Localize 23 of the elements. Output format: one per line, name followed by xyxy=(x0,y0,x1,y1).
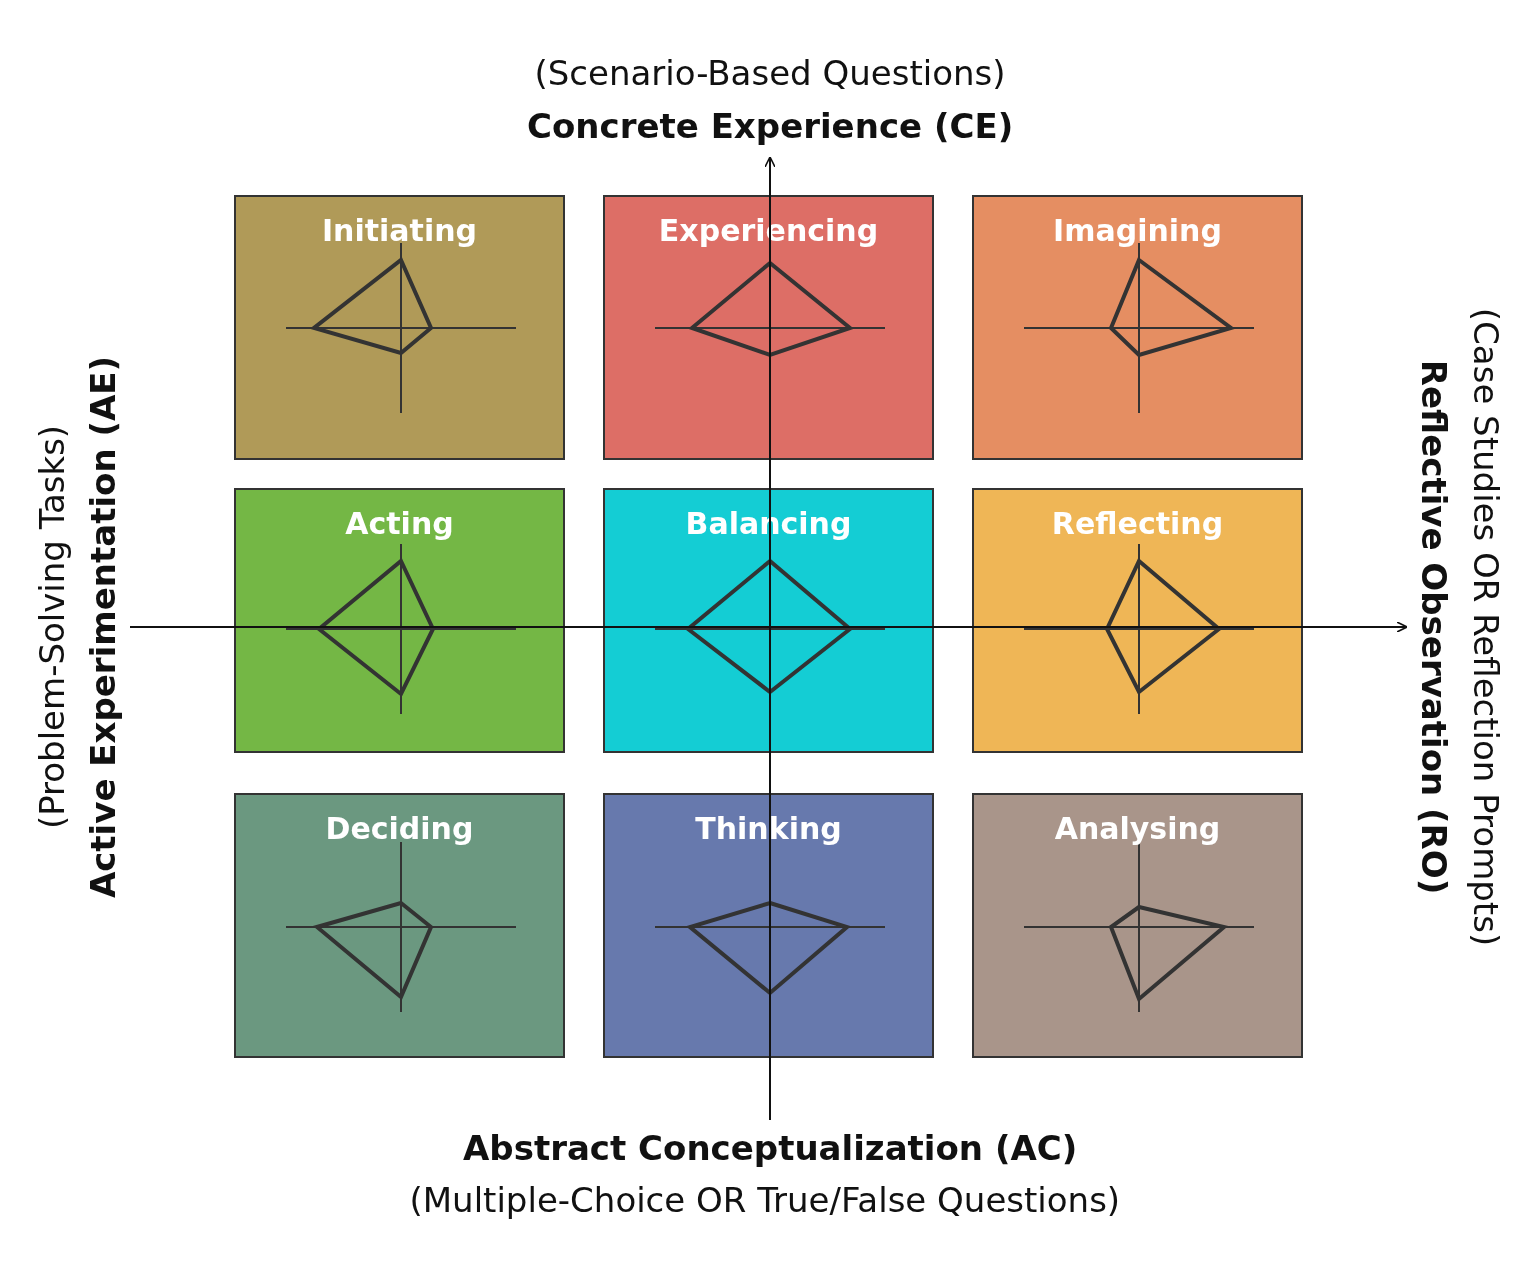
learning-style-box xyxy=(603,793,934,1058)
learning-style-box xyxy=(972,793,1303,1058)
learning-style-box xyxy=(603,195,934,460)
box-title: Reflecting xyxy=(1051,506,1224,541)
learning-style-box xyxy=(972,488,1303,753)
axis-title: Abstract Conceptualization (AC) xyxy=(463,1128,1078,1168)
learning-style-box xyxy=(234,488,565,753)
learning-style-box xyxy=(972,195,1303,460)
axis-title: Concrete Experience (CE) xyxy=(527,106,1014,146)
axis-subtitle: (Problem-Solving Tasks) xyxy=(32,424,73,830)
axis-title: Reflective Observation (RO) xyxy=(1413,359,1454,895)
learning-style-box xyxy=(234,195,565,460)
box-title: Analysing xyxy=(1054,811,1221,846)
box-title: Acting xyxy=(345,506,454,541)
axis-subtitle: (Scenario-Based Questions) xyxy=(534,53,1006,93)
box-title: Initiating xyxy=(321,213,478,248)
learning-style-box xyxy=(234,793,565,1058)
learning-style-box xyxy=(603,488,934,753)
axis-subtitle: (Case Studies OR Reflection Prompts) xyxy=(1466,307,1507,947)
box-title: Deciding xyxy=(325,811,474,846)
axis-subtitle: (Multiple-Choice OR True/False Questions) xyxy=(409,1180,1121,1220)
box-title: Imagining xyxy=(1053,213,1222,248)
axis-title: Active Experimentation (AE) xyxy=(83,355,124,899)
